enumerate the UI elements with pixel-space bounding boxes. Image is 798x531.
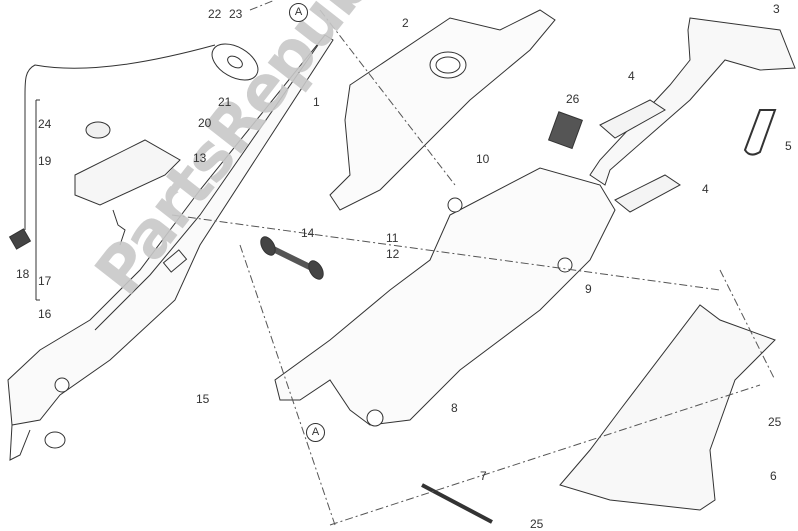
undercover-6 [559,304,776,511]
callout-26[interactable]: 26 [566,92,580,106]
callout-5[interactable]: 5 [785,139,792,153]
subframe-tray-9 [274,167,616,427]
shaft-14 [260,236,324,280]
callout-3[interactable]: 3 [773,2,780,16]
gasket-5 [743,109,777,156]
bracket-4-lower [614,174,681,213]
callout-22[interactable]: 22 [208,7,222,21]
callout-23[interactable]: 23 [229,7,243,21]
grab-handle-3 [589,17,796,186]
sensor-bracket-22 [8,43,259,250]
callout-13[interactable]: 13 [193,151,207,165]
callout-11[interactable]: 11 [386,231,399,245]
callout-20[interactable]: 20 [198,116,212,130]
callout-4a[interactable]: 4 [628,69,635,83]
callout-7[interactable]: 7 [480,469,487,483]
assembly-lines [171,0,776,526]
callout-24[interactable]: 24 [38,117,52,131]
callout-4b[interactable]: 4 [702,182,709,196]
callout-12[interactable]: 12 [386,247,400,261]
rod-7 [421,483,493,524]
callout-21[interactable]: 21 [218,95,232,109]
callout-15[interactable]: 15 [196,392,210,406]
reference-marker-a: A [289,3,308,22]
callout-2[interactable]: 2 [402,16,409,30]
callout-1[interactable]: 1 [313,95,320,109]
callout-25b[interactable]: 25 [530,517,544,531]
callout-18[interactable]: 18 [16,267,30,281]
reference-marker-a: A [306,423,325,442]
callout-10[interactable]: 10 [476,152,490,166]
bracket-assembly-18 [35,99,181,301]
frame-rail [7,34,334,461]
bracket-4-upper [599,99,666,139]
callout-8[interactable]: 8 [451,401,458,415]
cover-2 [329,9,556,211]
callout-9[interactable]: 9 [585,282,592,296]
clip-26 [547,111,583,150]
callout-17[interactable]: 17 [38,274,52,288]
callout-16[interactable]: 16 [38,307,52,321]
callout-25a[interactable]: 25 [768,415,782,429]
callout-19[interactable]: 19 [38,154,52,168]
callout-14[interactable]: 14 [301,226,315,240]
callout-6[interactable]: 6 [770,469,777,483]
